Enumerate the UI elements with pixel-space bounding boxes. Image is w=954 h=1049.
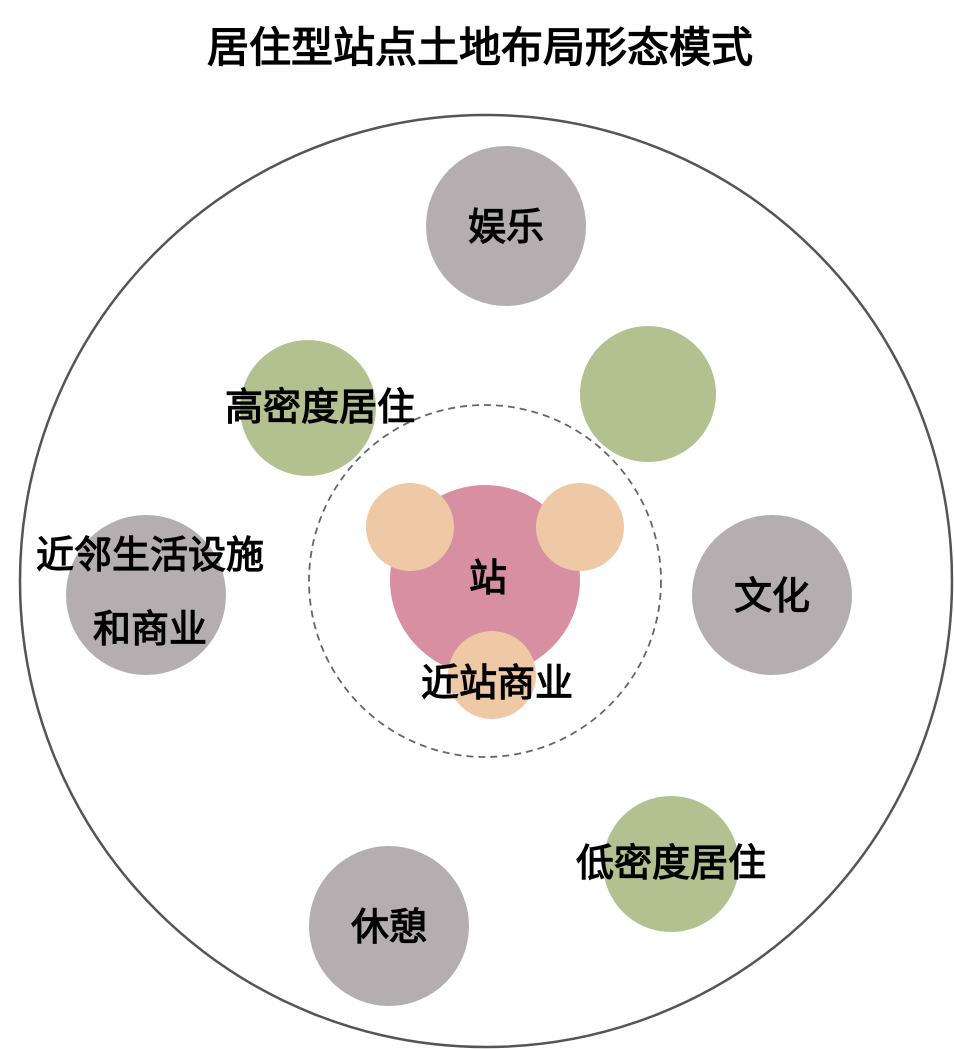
diagram-title: 居住型站点土地布局形态模式 xyxy=(207,23,753,72)
culture-node xyxy=(692,515,852,675)
low-density-residential-label: 低密度居住 xyxy=(576,841,766,885)
entertainment-node xyxy=(426,146,586,306)
high-density-residential-node xyxy=(240,340,376,476)
low-density-residential-node xyxy=(603,796,739,932)
neighborhood-commerce-label-line2: 和商业 xyxy=(93,607,207,651)
near-commerce-bubble-bottom xyxy=(448,631,536,719)
neighborhood-commerce-label-line1: 近邻生活设施 xyxy=(36,533,264,577)
high-density-residential-label: 高密度居住 xyxy=(225,385,415,429)
station-area-dashed-ring xyxy=(308,404,662,758)
leisure-node xyxy=(309,846,469,1006)
near-commerce-bubble-right xyxy=(536,483,624,571)
station-label: 站 xyxy=(469,556,507,600)
near-commerce-bubble-left xyxy=(366,483,454,571)
residential-node-unlabeled xyxy=(580,326,716,462)
entertainment-label: 娱乐 xyxy=(468,205,544,249)
culture-label: 文化 xyxy=(734,574,810,618)
neighborhood-commerce-node xyxy=(66,515,226,675)
outer-boundary-ring xyxy=(18,113,954,1049)
leisure-label: 休憩 xyxy=(350,905,427,949)
near-commerce-label: 近站商业 xyxy=(421,661,573,705)
